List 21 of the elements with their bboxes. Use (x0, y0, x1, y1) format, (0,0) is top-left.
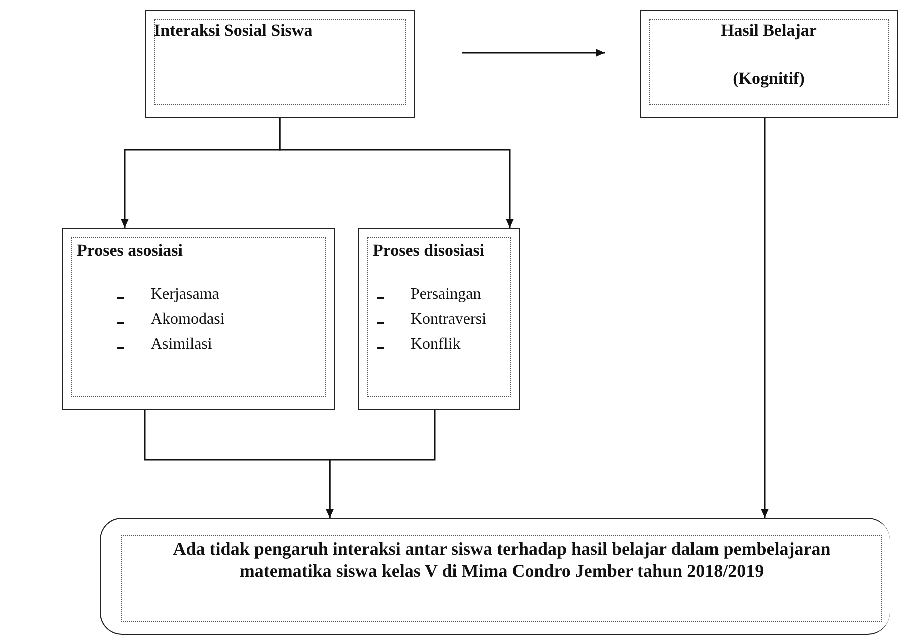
arrow (279, 118, 514, 228)
arrow (761, 118, 769, 518)
list-item: Akomodasi (151, 311, 225, 329)
concept-box (640, 10, 898, 118)
concept-box (358, 228, 520, 410)
list-item: Konflik (411, 336, 461, 354)
box-heading: Proses disosiasi (373, 241, 485, 262)
box-subheading: (Kognitif) (732, 69, 806, 90)
arrow (326, 410, 436, 518)
box-heading: Interaksi Sosial Siswa (154, 21, 313, 42)
concept-box (62, 228, 335, 410)
list-item: Kerjasama (151, 286, 220, 304)
conclusion-box (100, 518, 890, 635)
list-item: Persaingan (411, 286, 482, 304)
list-item: Asimilasi (151, 336, 212, 354)
box-heading: Hasil Belajar (720, 21, 818, 42)
conclusion-text: Ada tidak pengaruh interaksi antar siswa terhadap hasil belajar dalam pembelajaran matematika siswa kelas V di Mima Condro Jember tahun 2018/2019 (172, 539, 832, 582)
arrow (462, 49, 605, 57)
list-item: Kontraversi (411, 311, 487, 329)
box-heading: Proses asosiasi (77, 241, 183, 262)
concept-box (145, 10, 415, 118)
